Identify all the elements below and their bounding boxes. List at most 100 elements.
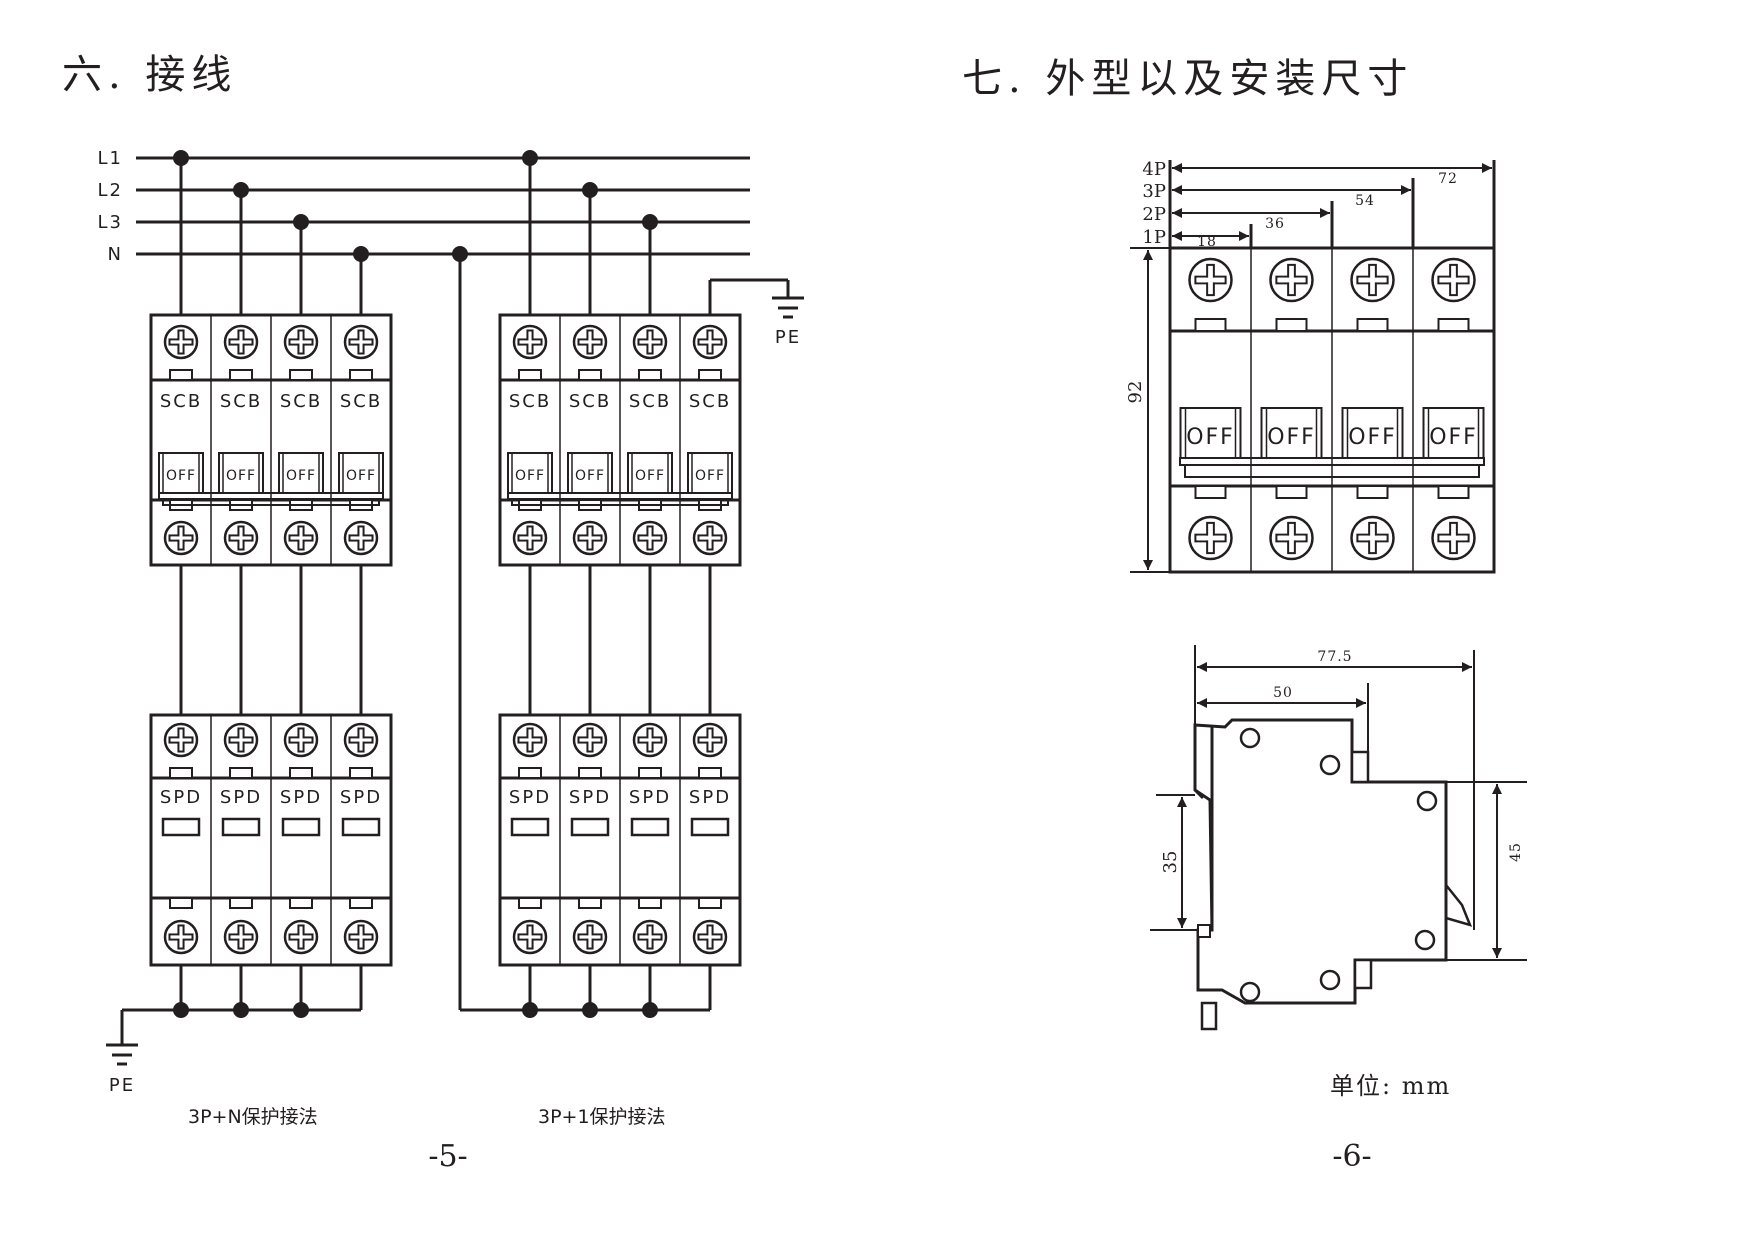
scb-label: SCB [160, 391, 202, 412]
handle-side [1445, 884, 1473, 927]
arrow-head [1177, 797, 1187, 807]
terminal-screw-icon [223, 919, 259, 955]
terminal-tab [229, 897, 253, 909]
junction-dot [233, 182, 249, 198]
handle-off-label: OFF [515, 468, 545, 484]
front-depth-value: 50 [1273, 685, 1293, 701]
arrow-head [1356, 698, 1366, 708]
scb-label: SCB [689, 391, 731, 412]
terminal-tab [698, 767, 722, 779]
handle-off-label: OFF [166, 468, 196, 484]
junction-dot [293, 214, 309, 230]
screw-slot-fill [171, 536, 191, 540]
terminal-tab [289, 767, 313, 779]
terminal-tab [289, 369, 313, 381]
screw-slot-fill [231, 935, 251, 939]
terminal-tab [518, 369, 542, 381]
terminal-tab [1194, 318, 1227, 332]
screw-slot-fill [700, 738, 720, 742]
junction-dot [642, 1002, 658, 1018]
terminal-screw-icon [512, 520, 548, 556]
terminal-tab [169, 767, 193, 779]
scb-label: SCB [280, 391, 322, 412]
scb-label: SCB [340, 391, 382, 412]
junction-dot [233, 1002, 249, 1018]
unit-note: 单位: mm [1330, 1072, 1451, 1100]
terminal-screw-icon [1431, 257, 1476, 303]
status-window [510, 817, 550, 837]
handle-off-label: OFF [226, 468, 256, 484]
status-window [281, 817, 321, 837]
section-title-dimensions: 七. 外型以及安装尺寸 [962, 56, 1413, 102]
arrow-head [1462, 662, 1472, 672]
spd-label: SPD [340, 787, 382, 808]
terminal-screw-icon [1431, 515, 1476, 561]
arrow-head [1172, 163, 1182, 173]
status-window [690, 817, 730, 837]
terminal-tab [349, 369, 373, 381]
terminal-tab [518, 767, 542, 779]
screw-slot-fill [520, 340, 540, 344]
pole-count-label: 4P [1142, 159, 1166, 180]
pole-count-label: 1P [1142, 227, 1166, 248]
spd-label: SPD [569, 787, 611, 808]
junction-dot [173, 150, 189, 166]
screw-slot-fill [351, 536, 371, 540]
screw-slot-fill [171, 340, 191, 344]
terminal-stub [1350, 750, 1370, 784]
screw-slot-fill [640, 935, 660, 939]
arrow-head [1172, 208, 1182, 218]
terminal-tab [169, 369, 193, 381]
terminal-screw-icon [163, 722, 199, 758]
rivet-hole [1319, 754, 1341, 776]
terminal-screw-icon [343, 520, 379, 556]
arrow-head [1492, 784, 1502, 794]
pole-count-label: 3P [1142, 181, 1166, 202]
terminal-screw-icon [163, 324, 199, 360]
handle-off-label: OFF [346, 468, 376, 484]
terminal-screw-icon [343, 722, 379, 758]
spd-label: SPD [160, 787, 202, 808]
terminal-tab [698, 369, 722, 381]
status-window [161, 817, 201, 837]
screw-slot-fill [1278, 535, 1305, 541]
terminal-screw-icon [512, 919, 548, 955]
screw-slot-fill [520, 536, 540, 540]
terminal-tab [229, 767, 253, 779]
terminal-screw-icon [1188, 515, 1233, 561]
terminal-tab [1356, 318, 1389, 332]
terminal-screw-icon [692, 324, 728, 360]
terminal-tab [638, 897, 662, 909]
terminal-screw-icon [1188, 257, 1233, 303]
ground-icon: PE [106, 1043, 138, 1096]
screw-slot-fill [640, 738, 660, 742]
handle-off-label: OFF [695, 468, 725, 484]
screw-slot-fill [700, 536, 720, 540]
screw-slot-fill [580, 340, 600, 344]
screw-slot-fill [580, 738, 600, 742]
screw-slot-fill [231, 536, 251, 540]
width-value: 72 [1438, 171, 1458, 187]
overall-depth-value: 77.5 [1317, 649, 1352, 665]
junction-dot [582, 1002, 598, 1018]
terminal-tab [638, 767, 662, 779]
screw-slot-fill [580, 536, 600, 540]
handle-toggle [218, 452, 264, 494]
terminal-tab [1356, 485, 1389, 499]
screw-slot-fill [231, 340, 251, 344]
arrow-head [1482, 163, 1492, 173]
caption-3p-1: 3P+1保护接法 [538, 1106, 666, 1128]
arrow-head [1239, 231, 1249, 241]
pole-count-label: 2P [1142, 204, 1166, 225]
handle-off-label: OFF [286, 468, 316, 484]
screw-slot-fill [351, 738, 371, 742]
screw-slot-fill [351, 340, 371, 344]
screw-slot-fill [1278, 277, 1305, 283]
handle-off-label: OFF [1267, 425, 1316, 450]
junction-dot [522, 1002, 538, 1018]
terminal-tab [638, 369, 662, 381]
